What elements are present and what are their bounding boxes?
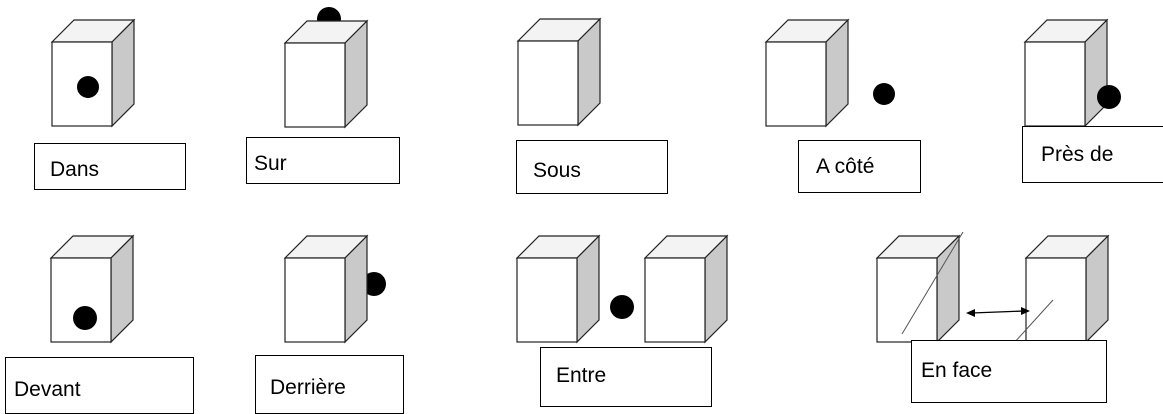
label-derriere: Derrière (270, 376, 346, 399)
cube-en-face-left (876, 235, 960, 343)
label-a-cote: A côté (816, 155, 875, 178)
ball-pres-de (1097, 85, 1121, 109)
facing-line-right (1013, 299, 1054, 344)
cube-en-face-right (1025, 235, 1109, 343)
label-box-devant: Devant (5, 357, 194, 414)
cube-pres-de (1024, 19, 1108, 127)
ball-devant (73, 306, 97, 330)
ball-derriere (362, 272, 386, 296)
label-box-pres-de: Près de (1022, 126, 1163, 183)
cube-sous (517, 18, 601, 126)
label-sur: Sur (254, 152, 287, 175)
ball-a-cote (873, 83, 895, 105)
cube-entre-right (644, 235, 728, 343)
label-entre: Entre (556, 364, 607, 387)
ball-dans (77, 76, 99, 98)
cube-sur (284, 20, 368, 128)
label-sous: Sous (533, 159, 581, 182)
cube-derriere (284, 235, 368, 343)
label-box-a-cote: A côté (798, 140, 921, 193)
label-box-dans: Dans (34, 143, 186, 190)
label-box-en-face: En face (911, 340, 1107, 403)
label-box-derriere: Derrière (255, 355, 404, 414)
double-arrow (966, 307, 1030, 317)
label-devant: Devant (14, 378, 81, 401)
cube-a-cote (765, 19, 849, 127)
label-pres-de: Près de (1041, 143, 1114, 166)
label-box-entre: Entre (540, 347, 712, 407)
label-dans: Dans (50, 158, 100, 181)
cube-dans (51, 19, 135, 127)
cube-entre-left (516, 235, 600, 343)
facing-line-left (901, 231, 964, 335)
label-box-sur: Sur (246, 137, 400, 184)
label-box-sous: Sous (516, 140, 668, 194)
ball-entre (610, 295, 634, 319)
label-en-face: En face (921, 359, 993, 382)
